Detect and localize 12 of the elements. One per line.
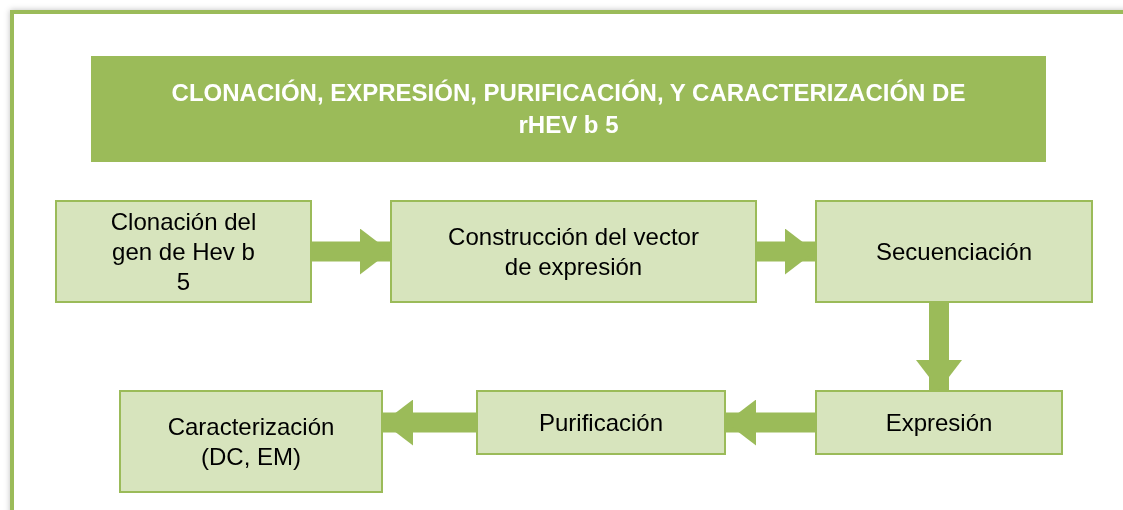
title-banner: CLONACIÓN, EXPRESIÓN, PURIFICACIÓN, Y CARACTERIZACIÓN DE rHEV b 5 <box>91 56 1046 162</box>
process-box: Caracterización (DC, EM) <box>119 390 383 493</box>
process-box: Construcción del vector de expresión <box>390 200 757 303</box>
block-arrow <box>757 228 815 275</box>
block-arrow <box>726 399 815 446</box>
process-box: Secuenciación <box>815 200 1093 303</box>
block-arrow <box>312 228 390 275</box>
block-arrow <box>916 303 962 390</box>
block-arrow <box>383 399 476 446</box>
process-box: Purificación <box>476 390 726 455</box>
process-box: Clonación del gen de Hev b 5 <box>55 200 312 303</box>
process-box: Expresión <box>815 390 1063 455</box>
